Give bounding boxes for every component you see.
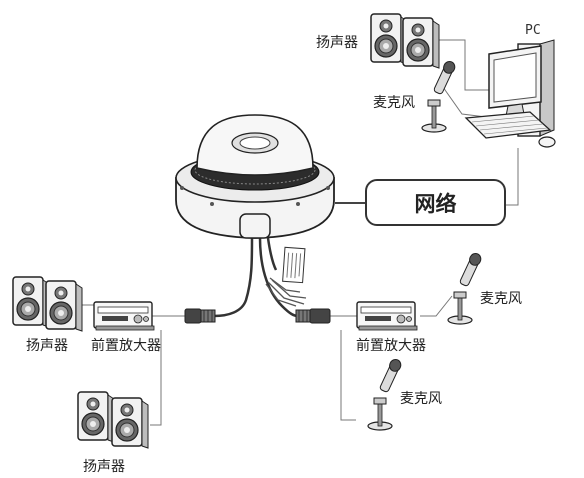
speaker-left-b	[45, 280, 83, 332]
microphone-right	[447, 251, 484, 325]
microphone-right-label: 麦克风	[480, 291, 522, 307]
speaker-left-a	[12, 276, 50, 328]
microphone-bottom-label: 麦克风	[400, 391, 442, 407]
preamp-right-label: 前置放大器	[356, 338, 426, 354]
microphone-top-label: 麦克风	[373, 95, 415, 111]
speaker-bottom-a	[77, 391, 115, 443]
network-box: 网络	[365, 179, 506, 226]
speaker-bottom-label: 扬声器	[83, 459, 125, 475]
speaker-left-label: 扬声器	[26, 338, 68, 354]
preamp-right	[356, 301, 418, 331]
microphone-bottom	[367, 357, 404, 431]
rca-connector-right	[295, 308, 331, 324]
speaker-top-right	[402, 17, 440, 69]
rca-connector-left	[184, 308, 216, 324]
speaker-bottom-b	[111, 397, 149, 449]
pc-label: PC	[525, 23, 541, 38]
speaker-top-left	[370, 13, 408, 65]
network-label: 网络	[414, 191, 457, 216]
microphone-top	[421, 59, 458, 133]
preamp-left	[93, 301, 155, 331]
preamp-left-label: 前置放大器	[91, 338, 161, 354]
speaker-top-label: 扬声器	[316, 35, 358, 51]
pc-computer	[464, 39, 556, 148]
dome-camera	[175, 114, 335, 239]
